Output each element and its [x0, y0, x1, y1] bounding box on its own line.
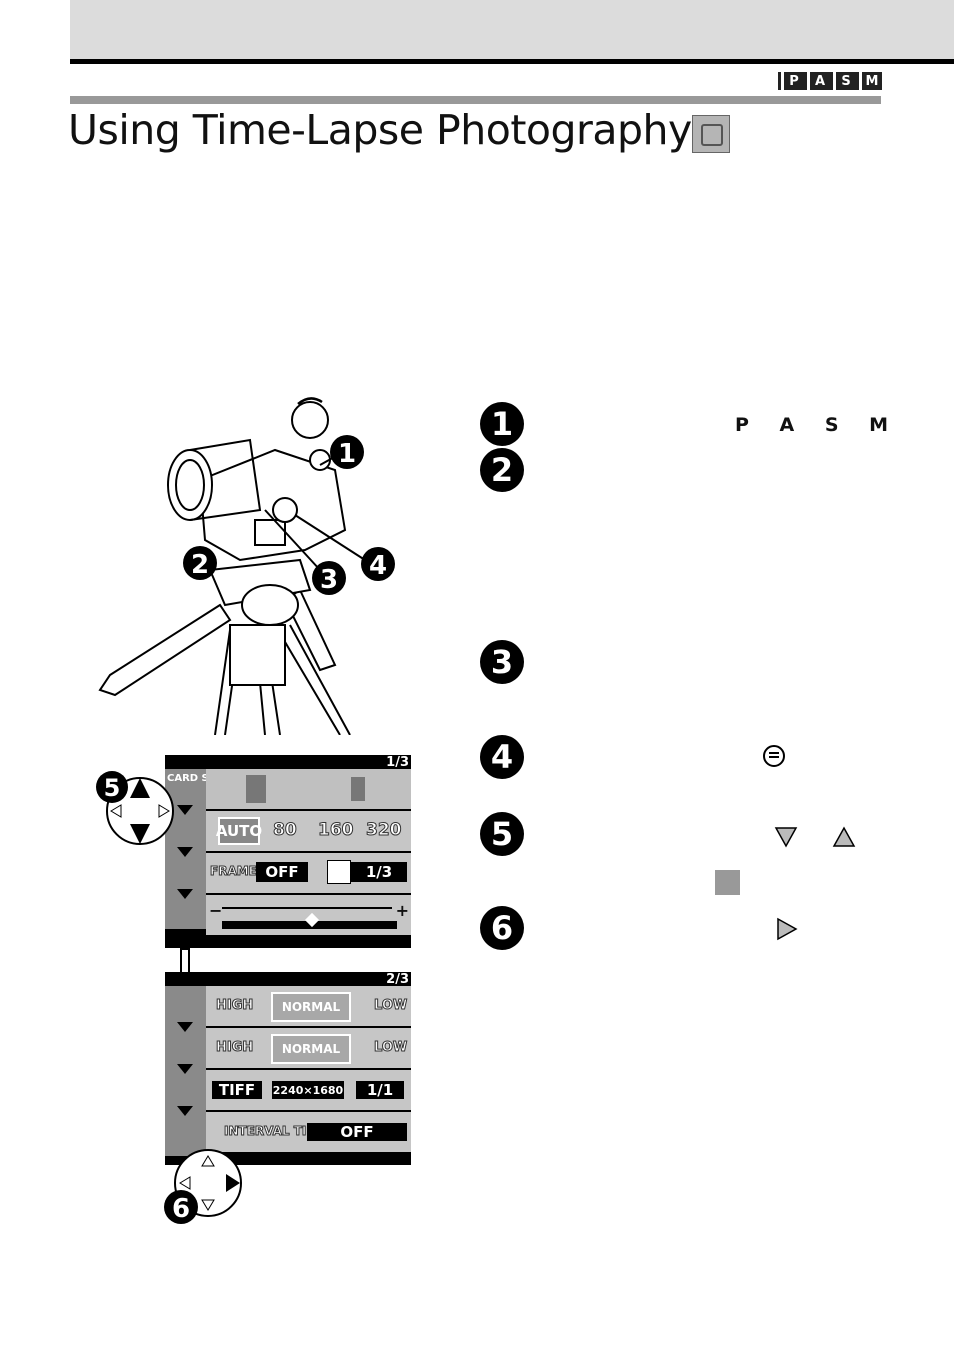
resolution-value[interactable]: 2240×1680 [272, 1081, 344, 1099]
header-rule [70, 59, 954, 64]
title-rule [70, 96, 881, 104]
nav-arrow-down-icon [177, 1106, 193, 1116]
header-band [70, 0, 954, 60]
card-icon [351, 777, 365, 801]
step-3-badge: 3 [480, 640, 524, 684]
arrow-pad-right: 6 [164, 1149, 242, 1224]
callout-1: 1 [338, 439, 356, 469]
lcd2-row-quality2: HIGH NORMAL LOW [206, 1028, 411, 1068]
scale-line [222, 907, 392, 909]
callout-3: 3 [320, 565, 338, 595]
quality2-high[interactable]: HIGH [215, 1040, 254, 1056]
quality-low[interactable]: LOW [373, 998, 408, 1014]
step-5-badge: 5 [480, 812, 524, 856]
exposure-mode-badges: P A S M [781, 72, 882, 90]
lcd1-card-setup: CARD SETUP [167, 773, 238, 784]
callout-4: 4 [369, 551, 387, 581]
quality-high[interactable]: HIGH [215, 998, 254, 1014]
mode-badge-m: M [859, 72, 882, 90]
comp-step-value[interactable]: 1/3 [351, 862, 407, 882]
iso-80[interactable]: 80 [273, 820, 298, 841]
quality2-normal[interactable]: NORMAL [271, 1034, 351, 1064]
camera-tripod-illustration: 1 2 3 4 [98, 397, 395, 735]
lcd1-row-scale: − + [206, 895, 411, 935]
mode-badge-s: S [833, 72, 856, 90]
lcd-menu-page-2: 2/3 HIGH NORMAL LOW HIGH NORMAL LOW TIFF… [165, 972, 411, 1165]
format-tiff[interactable]: TIFF [212, 1081, 262, 1099]
nav-arrow-down-icon [177, 805, 193, 815]
scale-minus: − [209, 901, 223, 920]
lcd-menu-page-1: 1/3 CARD SETUP AUTO 80 160 320 FRAME OFF… [165, 755, 411, 948]
page-title: Using Time-Lapse Photography [68, 106, 692, 154]
exposure-comp-icon [327, 860, 351, 884]
scale-plus: + [395, 901, 409, 920]
mode-badge-p: P [781, 72, 804, 90]
lcd2-row-quality1: HIGH NORMAL LOW [206, 986, 411, 1026]
iso-160[interactable]: 160 [318, 820, 354, 841]
interval-time-value[interactable]: OFF [307, 1123, 407, 1141]
lcd1-page-indicator: 1/3 [386, 755, 409, 770]
lcd1-row-iso: AUTO 80 160 320 [206, 811, 411, 851]
time-lapse-icon [715, 870, 740, 895]
mode-badge-a: A [807, 72, 830, 90]
record-mode-icon [246, 775, 266, 803]
lcd1-row-frame: FRAME OFF 1/3 [206, 853, 411, 893]
lcd1-row-icons [206, 769, 411, 809]
step-1-badge: 1 [480, 402, 524, 446]
step-1-modes: P A S M [735, 414, 901, 436]
interval-time-label: INTERVAL TIME [224, 1124, 328, 1139]
quality-normal[interactable]: NORMAL [271, 992, 351, 1022]
arrow-pad-up-down: 5 [96, 771, 174, 845]
lcd2-page-indicator: 2/3 [386, 972, 409, 987]
nav-arrow-down-icon [177, 1022, 193, 1032]
step-6-badge: 6 [480, 906, 524, 950]
lcd2-row-format: TIFF 2240×1680 1/1 [206, 1070, 411, 1110]
time-lapse-icon [692, 115, 730, 153]
right-arrow-icon [777, 917, 798, 941]
lcd2-row-interval: INTERVAL TIME OFF [206, 1112, 411, 1152]
nav-arrow-down-icon [177, 889, 193, 899]
callout-2: 2 [191, 550, 209, 580]
down-arrow-icon [774, 827, 798, 848]
frame-label: FRAME [210, 864, 258, 879]
step-2-badge: 2 [480, 448, 524, 492]
step-5-callout: 5 [104, 774, 121, 802]
step-4-badge: 4 [480, 735, 524, 779]
step-6-callout: 6 [172, 1194, 190, 1224]
iso-auto[interactable]: AUTO [216, 817, 262, 845]
up-arrow-icon [832, 826, 856, 847]
iso-320[interactable]: 320 [366, 820, 402, 841]
nav-arrow-down-icon [177, 847, 193, 857]
ratio-value[interactable]: 1/1 [356, 1081, 404, 1099]
quality2-low[interactable]: LOW [373, 1040, 408, 1056]
nav-arrow-down-icon [177, 1064, 193, 1074]
frame-value[interactable]: OFF [256, 862, 308, 882]
step-5-arrows [774, 826, 856, 848]
menu-button-icon [763, 745, 785, 767]
